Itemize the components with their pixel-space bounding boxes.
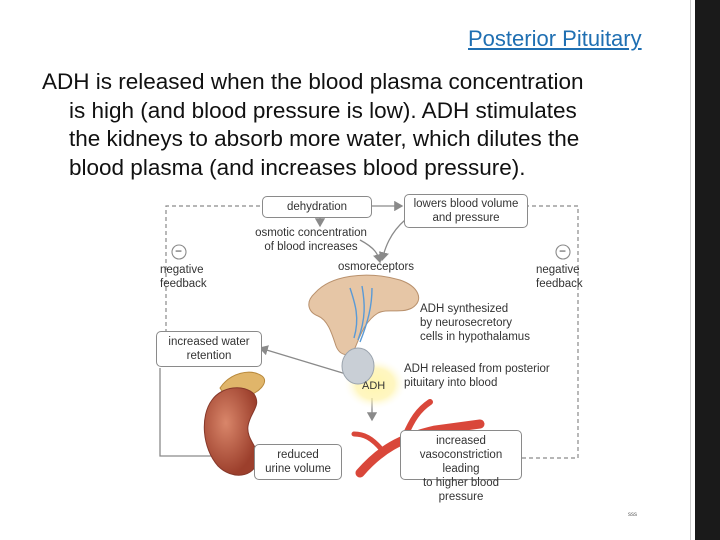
adh-released-label: ADH released from posterior pituitary in… [404, 362, 550, 390]
dehydration-label: dehydration [286, 201, 348, 213]
minus-symbol-right: − [559, 244, 567, 258]
arrow-adh-to-water [258, 345, 347, 375]
adh-synthesized-label: ADH synthesized by neurosecretory cells … [420, 302, 530, 344]
slide-frame-edge [695, 0, 720, 540]
vasoconstriction-box: increased vasoconstriction leading to hi… [400, 430, 522, 503]
osmotic-line-2: of blood increases [264, 241, 358, 253]
arrow-lowers-to-osmoreceptors [378, 219, 406, 262]
water-retention-line-1: increased water [168, 336, 250, 348]
water-retention-line-2: retention [186, 350, 232, 362]
dehydration-box: dehydration [262, 196, 372, 218]
lowers-volume-line-1: lowers blood volume [413, 198, 519, 210]
diagram-graphics [159, 200, 579, 478]
adh-label: ADH [362, 380, 386, 392]
reduced-urine-line-1: reduced [277, 449, 319, 461]
vasoconstriction-line-2: vasoconstriction leading [419, 449, 503, 475]
adh-released-line-1: ADH released from posterior [404, 363, 550, 375]
adh-synth-line-2: by neurosecretory [420, 317, 513, 329]
minus-circle-left [171, 244, 187, 260]
neg-right-line-1: negative [536, 264, 580, 276]
body-line-2: is high (and blood pressure is low). ADH… [69, 97, 577, 123]
osmotic-line-1: osmotic concentration [255, 227, 367, 239]
neg-left-line-1: negative [160, 264, 204, 276]
lowers-volume-box: lowers blood volume and pressure [404, 194, 528, 228]
slide-title[interactable]: Posterior Pituitary [468, 26, 642, 51]
neurosecretory-fibers [349, 285, 373, 343]
neg-right-line-2: feedback [536, 278, 583, 290]
body-line-4: blood plasma (and increases blood pressu… [69, 154, 526, 180]
body-text: ADH is released when the blood plasma co… [42, 68, 682, 182]
frame-divider-line [690, 0, 691, 540]
reduced-urine-box: reduced urine volume [254, 444, 342, 480]
lowers-volume-line-2: and pressure [432, 212, 500, 224]
reduced-urine-line-2: urine volume [265, 463, 331, 475]
feedback-loop-left [165, 205, 260, 348]
body-line-3: the kidneys to absorb more water, which … [69, 126, 580, 151]
adh-feedback-diagram: − − dehydration lowers blood volume and … [150, 188, 590, 503]
adh-synth-line-3: cells in hypothalamus [420, 331, 530, 343]
negative-feedback-right: negative feedback [536, 263, 583, 291]
feedback-loop-right [522, 205, 579, 459]
osmotic-label: osmotic concentration of blood increases [236, 226, 386, 254]
minus-circle-right [555, 244, 571, 260]
negative-feedback-left: negative feedback [160, 263, 207, 291]
adh-synth-line-1: ADH synthesized [420, 303, 509, 315]
adh-released-line-2: pituitary into blood [404, 377, 498, 389]
pituitary-gland [341, 347, 375, 385]
water-retention-box: increased water retention [156, 331, 262, 367]
kidney [203, 387, 259, 476]
body-line-1: ADH is released when the blood plasma co… [42, 69, 584, 94]
minus-symbol-left: − [175, 244, 183, 258]
osmoreceptors-label: osmoreceptors [338, 261, 415, 273]
blood-vessel-branch-2 [351, 431, 385, 453]
vasoconstriction-line-3: to higher blood pressure [422, 477, 500, 503]
page-mark: sss [628, 512, 637, 518]
vasoconstriction-line-1: increased [436, 435, 486, 447]
neg-left-line-2: feedback [160, 278, 207, 290]
